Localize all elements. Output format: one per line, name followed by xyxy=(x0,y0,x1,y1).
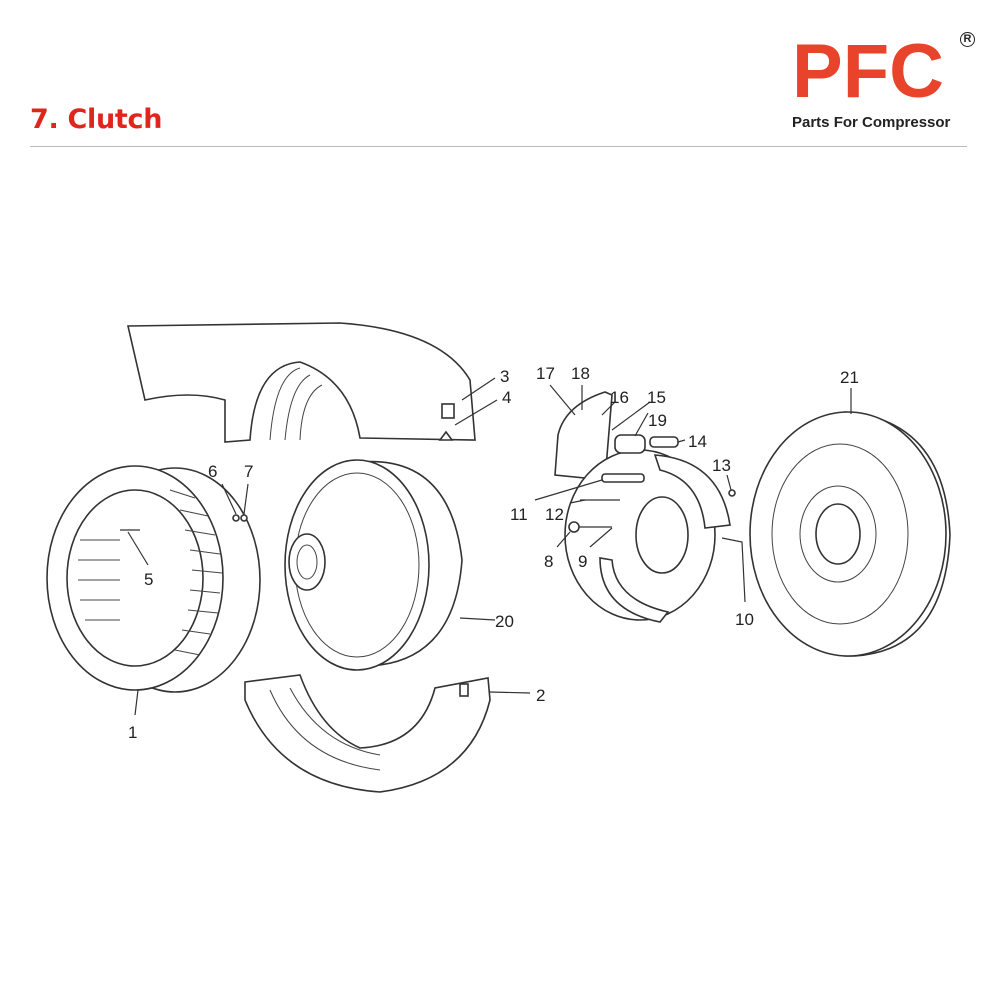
page-title: 7. Clutch xyxy=(30,104,163,135)
callout-10: 10 xyxy=(735,610,754,629)
callout-5: 5 xyxy=(144,570,153,589)
callout-20: 20 xyxy=(495,612,514,631)
callout-1: 1 xyxy=(128,723,137,742)
part-washer xyxy=(232,514,240,522)
callout-8: 8 xyxy=(544,552,553,571)
callout-17: 17 xyxy=(536,364,555,383)
part-flywheel xyxy=(749,411,951,657)
part-clutch-housing xyxy=(284,459,463,671)
callout-16: 16 xyxy=(610,388,629,407)
callout-15: 15 xyxy=(647,388,666,407)
part-brake-assembly xyxy=(554,391,736,623)
callout-7: 7 xyxy=(244,462,253,481)
part-lower-guard xyxy=(244,674,491,793)
registered-mark: R xyxy=(960,32,975,47)
callout-3: 3 xyxy=(500,367,509,386)
callout-2: 2 xyxy=(536,686,545,705)
callout-6: 6 xyxy=(208,462,217,481)
callout-21: 21 xyxy=(840,368,859,387)
logo-tagline: Parts For Compressor xyxy=(792,114,951,131)
header-divider xyxy=(30,146,967,147)
callout-19: 19 xyxy=(648,411,667,430)
callout-9: 9 xyxy=(578,552,587,571)
part-nut xyxy=(240,514,248,522)
callout-14: 14 xyxy=(688,432,707,451)
part-upper-shroud xyxy=(126,322,476,443)
part-fan xyxy=(46,465,261,693)
callout-4: 4 xyxy=(502,388,511,407)
logo-letters: PFC xyxy=(792,29,944,114)
callout-12: 12 xyxy=(545,505,564,524)
pfc-logo: PFC R Parts For Compressor xyxy=(792,29,982,138)
callout-13: 13 xyxy=(712,456,731,475)
leader-lines xyxy=(127,377,852,716)
callout-18: 18 xyxy=(571,364,590,383)
callout-11: 11 xyxy=(510,505,528,524)
